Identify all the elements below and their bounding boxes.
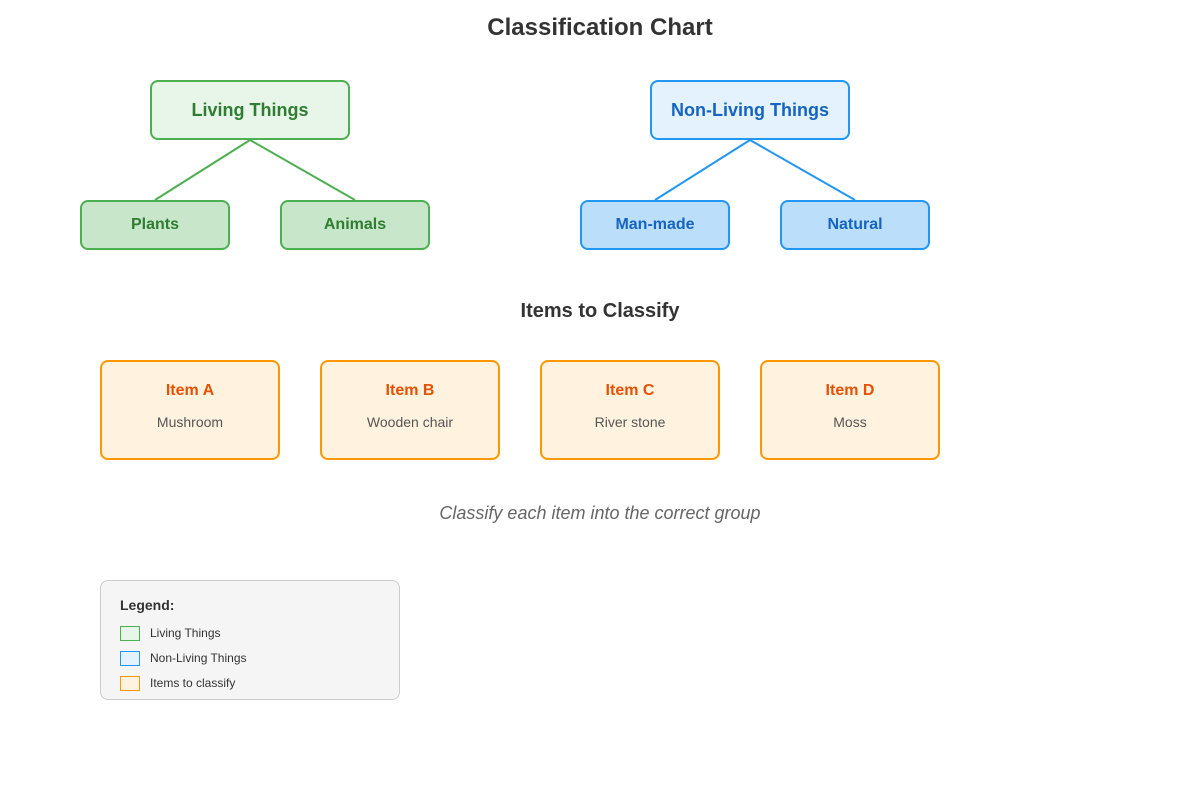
item-label: Item A — [165, 382, 215, 399]
legend: Legend: Living Things Non-Living Things … — [100, 580, 400, 700]
item-card-c: Item C River stone — [540, 360, 720, 460]
chart-title: Classification Chart — [487, 14, 713, 41]
item-description: River stone — [594, 414, 666, 430]
instruction-text: Classify each item into the correct grou… — [439, 503, 761, 523]
item-description: Mushroom — [156, 414, 224, 430]
item-card-b: Item B Wooden chair — [320, 360, 500, 460]
legend-swatch-items — [120, 675, 140, 691]
item-card-a: Item A Mushroom — [100, 360, 280, 460]
connector-living-plants — [154, 139, 251, 201]
legend-swatch-non-living — [120, 650, 140, 666]
item-description: Wooden chair — [366, 414, 454, 430]
legend-swatch-living — [120, 625, 140, 641]
non-living-things-node: Non-Living Things — [650, 80, 850, 140]
connector-nonliving-manmade — [654, 139, 751, 201]
connector-living-animals — [249, 139, 356, 201]
legend-entry-non-living: Non-Living Things — [120, 650, 247, 666]
item-label: Item D — [825, 382, 875, 399]
legend-label: Non-Living Things — [150, 651, 247, 665]
legend-label: Living Things — [150, 626, 221, 640]
items-heading: Items to Classify — [520, 300, 680, 322]
item-description: Moss — [833, 414, 867, 430]
item-card-d: Item D Moss — [760, 360, 940, 460]
connector-nonliving-natural — [749, 139, 856, 201]
living-things-node: Living Things — [150, 80, 350, 140]
legend-label: Items to classify — [150, 676, 236, 690]
legend-entry-items: Items to classify — [120, 675, 235, 691]
plants-node: Plants — [80, 200, 230, 250]
animals-node: Animals — [280, 200, 430, 250]
natural-node: Natural — [780, 200, 930, 250]
legend-entry-living: Living Things — [120, 625, 221, 641]
item-label: Item C — [605, 382, 655, 399]
item-label: Item B — [385, 382, 435, 399]
legend-title: Legend: — [120, 597, 175, 613]
man-made-node: Man-made — [580, 200, 730, 250]
